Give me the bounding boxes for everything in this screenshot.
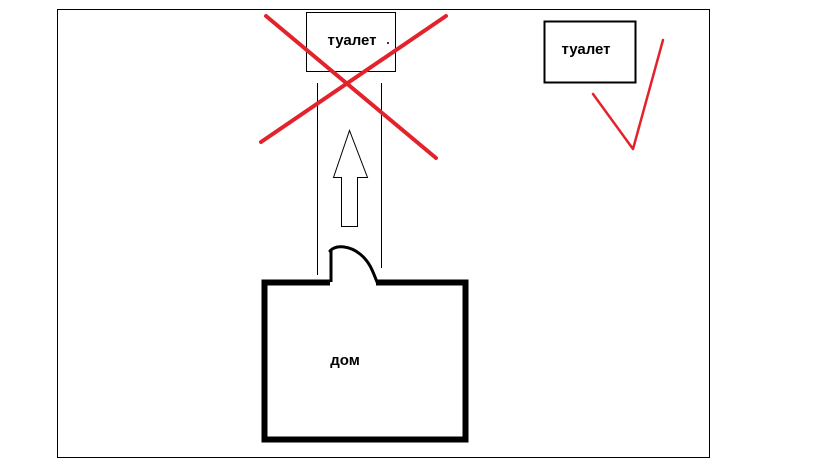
house-walls [261,279,469,443]
toilet-far-label: туалет [561,41,610,58]
diagram-frame [57,9,710,458]
house: дом [261,245,469,443]
up-arrow-icon [332,129,369,227]
toilet-near-dot [387,42,389,44]
red-cross-icon [259,14,448,160]
toilet-far-box [543,20,637,84]
house-door [328,245,379,284]
toilet-near-label: туалет [327,32,376,49]
house-label: дом [330,352,360,369]
toilet-far: туалет [543,20,637,84]
red-checkmark-icon [591,38,665,151]
